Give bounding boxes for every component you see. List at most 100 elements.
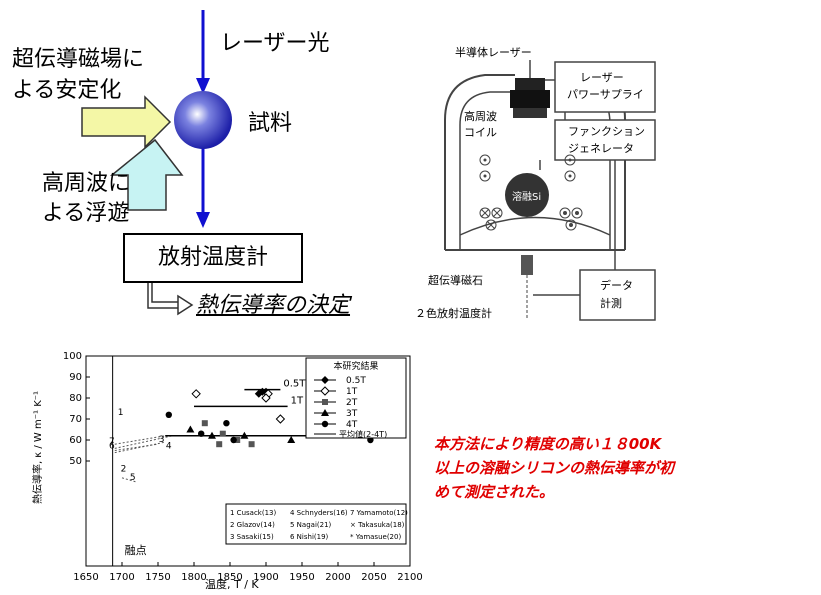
laser-head	[515, 78, 545, 90]
data-point	[165, 411, 172, 418]
sc-magnet-label: 超伝導磁石	[428, 274, 483, 287]
y-tick-label: 60	[69, 435, 82, 446]
ref-curve-label: 2	[121, 465, 127, 475]
ref-curve-label: 4	[166, 441, 172, 451]
x-tick-label: 1900	[253, 572, 278, 583]
ref-curve-label: 3	[159, 435, 165, 445]
x-tick-label: 1800	[181, 572, 206, 583]
y-tick-label: 50	[69, 456, 82, 467]
data-box	[579, 269, 656, 321]
laser-power-line1: レーザー	[580, 71, 624, 84]
molten-si-sphere	[505, 173, 549, 217]
data-point	[322, 399, 328, 405]
laser-power-line2: パワーサプライ	[567, 88, 644, 101]
sample-label: 試料	[248, 111, 293, 136]
data-point	[248, 441, 255, 448]
data-point	[186, 425, 195, 433]
data-line2: 計測	[600, 297, 622, 310]
fit-line-label: 1T	[291, 395, 304, 406]
reference-box	[225, 503, 407, 545]
data-line1: データ	[600, 279, 633, 292]
ref-curve-label: 5	[130, 473, 136, 483]
legend-label: 0.5T	[346, 376, 366, 386]
reference-label: 1 Cusack(13)	[230, 509, 276, 517]
schematic-arrows	[81, 10, 232, 316]
reference-label: 3 Sasaki(15)	[230, 533, 274, 541]
data-point	[321, 376, 329, 384]
data-point	[201, 420, 208, 427]
two-color-pyrometer-label: ２色放射温度計	[415, 307, 492, 320]
function-gen-line1: ファンクション	[568, 125, 645, 138]
data-point	[219, 430, 226, 437]
rf-coil-line2: コイル	[464, 126, 497, 139]
data-point	[320, 386, 330, 396]
ref-curve-label: 1	[118, 408, 124, 418]
chart-ylabel: 熱伝導率, κ / W m⁻¹ K⁻¹	[33, 390, 45, 505]
magnet-arrow	[81, 95, 172, 149]
rf-arrow	[109, 138, 184, 211]
legend-label: 4T	[346, 420, 358, 430]
x-tick-label: 1750	[145, 572, 170, 583]
rf-coil-line1: 高周波	[464, 110, 497, 123]
legend-label: 平均値(2-4T)	[339, 429, 387, 439]
laser-label: レーザー光	[220, 31, 330, 56]
result-arrow	[147, 282, 180, 309]
x-tick-label: 1700	[109, 572, 134, 583]
data-point	[321, 409, 329, 416]
data-point	[208, 431, 216, 439]
function-gen-box	[554, 119, 656, 161]
data-point	[261, 393, 271, 403]
reference-curve	[114, 435, 166, 445]
reference-curve	[114, 441, 166, 454]
reference-label: 5 Nagai(21)	[290, 521, 332, 529]
x-tick-label: 1850	[217, 572, 242, 583]
fit-line-label: 0.5T	[283, 379, 306, 390]
reference-curve	[121, 477, 137, 483]
ref-curve-label: 7	[109, 437, 115, 447]
sample-sphere	[174, 91, 232, 149]
legend-label: 2T	[346, 398, 358, 408]
data-point	[223, 420, 230, 427]
legend-label: 1T	[346, 387, 358, 397]
reference-label: * Yamasue(20)	[350, 533, 401, 541]
melting-point-label: 融点	[125, 544, 147, 557]
x-tick-label: 2000	[325, 572, 350, 583]
magnet-label-line2: よる安定化	[12, 78, 122, 103]
data-point	[230, 436, 237, 444]
function-gen-line2: ジェネレータ	[568, 142, 634, 155]
x-tick-label: 2100	[397, 572, 422, 583]
apparatus-diagram	[444, 60, 656, 321]
rf-label-line1: 高周波に	[42, 171, 131, 196]
data-point	[198, 430, 205, 437]
laser-power-box	[554, 61, 656, 113]
x-tick-label: 1950	[289, 572, 314, 583]
x-tick-label: 1650	[73, 572, 98, 583]
data-point	[216, 441, 223, 448]
y-tick-label: 80	[69, 393, 82, 404]
reference-label: × Takasuka(18)	[350, 521, 405, 529]
ref-curve-label: 6	[109, 441, 115, 451]
molten-si-label: 溶融Si	[512, 192, 542, 203]
data-point	[191, 389, 201, 399]
chart-xlabel: 温度, T / K	[205, 578, 259, 591]
x-tick-label: 2050	[361, 572, 386, 583]
data-point	[240, 431, 249, 439]
y-tick-label: 90	[69, 372, 82, 383]
y-tick-label: 70	[69, 414, 82, 425]
result-label: 熱伝導率の決定	[196, 293, 351, 318]
legend-label: 3T	[346, 409, 358, 419]
semiconductor-laser-label: 半導体レーザー	[455, 46, 532, 59]
data-point	[234, 437, 241, 443]
data-point	[275, 414, 286, 424]
reference-curve	[114, 435, 173, 449]
reference-label: 4 Schnyders(16)	[290, 509, 348, 517]
reference-label: 2 Glazov(14)	[230, 521, 275, 529]
pyrometer-tube	[521, 255, 533, 275]
y-tick-label: 100	[63, 351, 82, 362]
data-point	[287, 436, 296, 443]
conclusion-text: 本方法により精度の高い１８00K以上の溶融シリコンの熱伝導率が初めて測定された。	[434, 435, 675, 501]
magnet-label-line1: 超伝導磁場に	[12, 47, 145, 72]
reference-label: 7 Yamamoto(12)	[350, 509, 408, 517]
legend-title: 本研究結果	[333, 360, 378, 372]
